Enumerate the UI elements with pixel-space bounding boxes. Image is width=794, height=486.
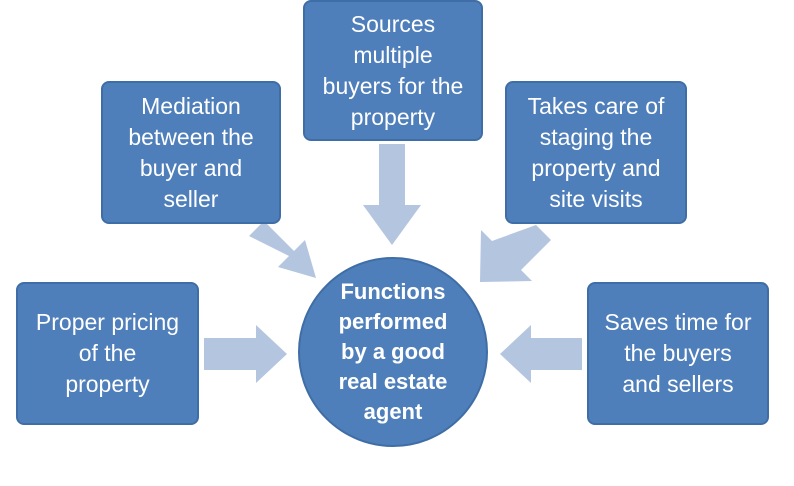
node-saves-time: Saves time for the buyers and sellers bbox=[587, 282, 769, 425]
arrow-left bbox=[204, 325, 287, 383]
arrow-top-right bbox=[480, 225, 551, 282]
center-node: Functions performed by a good real estat… bbox=[298, 257, 488, 447]
node-pricing: Proper pricing of the property bbox=[16, 282, 199, 425]
arrow-right bbox=[500, 325, 582, 383]
node-mediation: Mediation between the buyer and seller bbox=[101, 81, 281, 224]
arrow-top-left bbox=[249, 221, 316, 278]
node-staging-visits: Takes care of staging the property and s… bbox=[505, 81, 687, 224]
node-sources-buyers: Sources multiple buyers for the property bbox=[303, 0, 483, 141]
arrow-top bbox=[363, 144, 421, 245]
